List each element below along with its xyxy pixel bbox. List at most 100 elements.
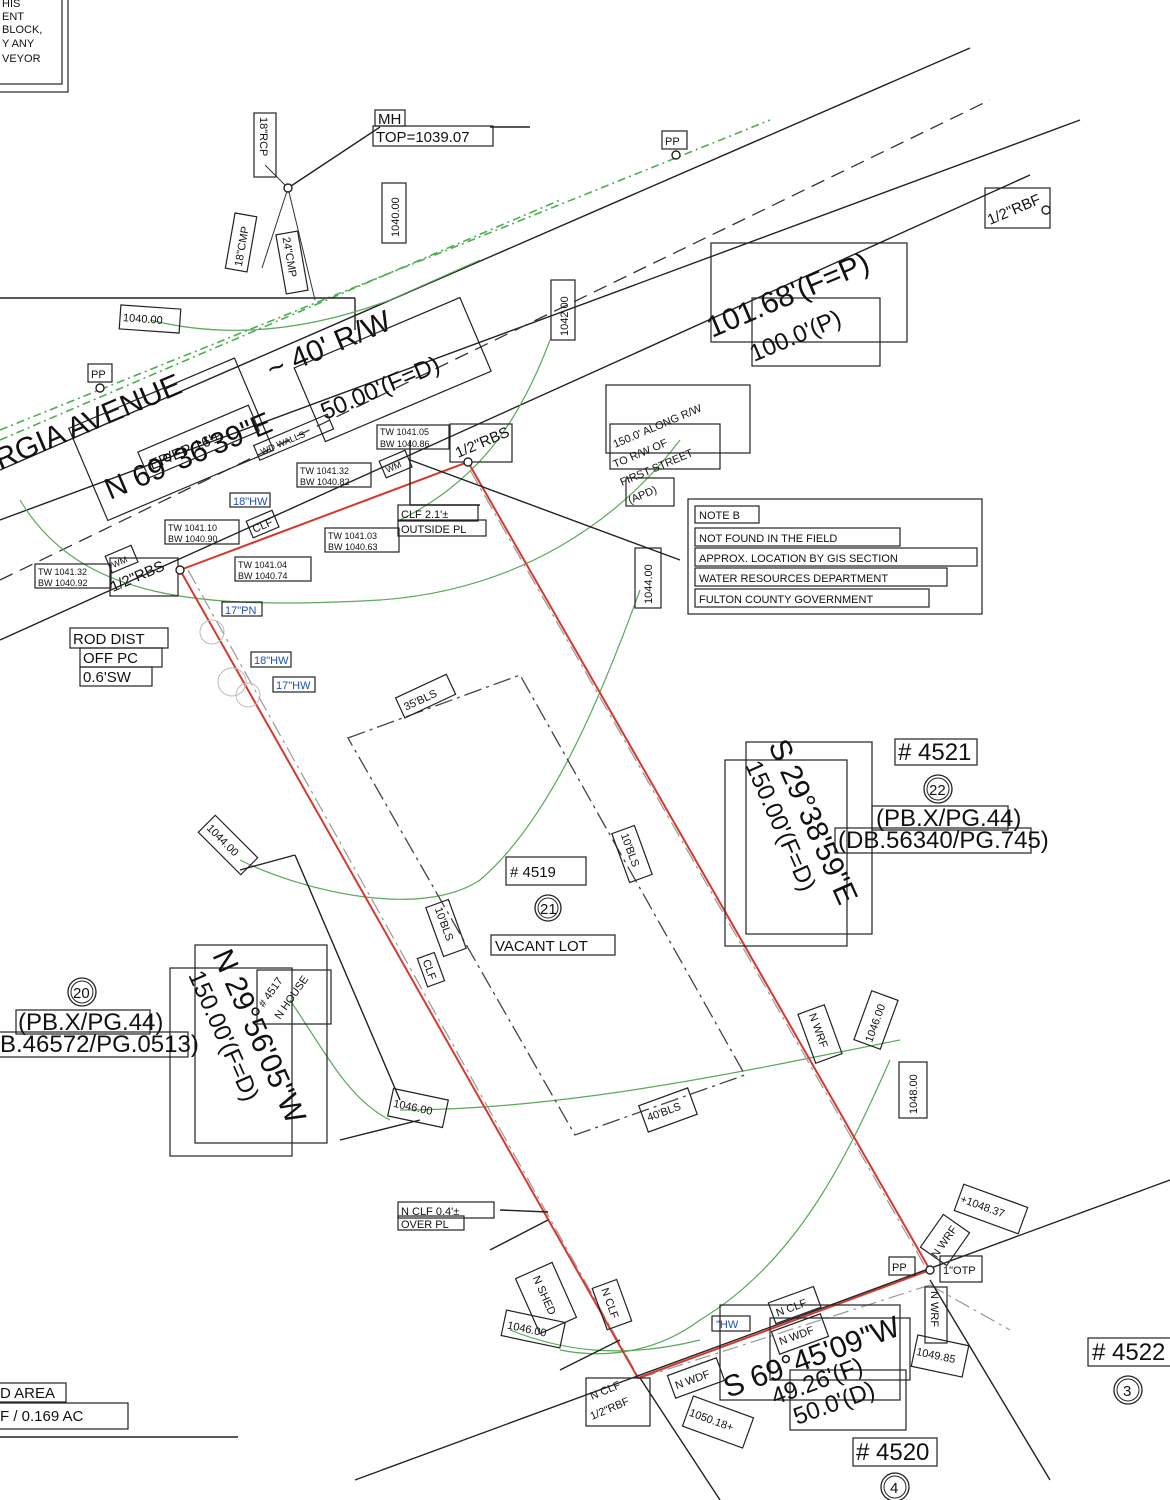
lot-number: # 4519 <box>510 864 556 881</box>
lot-4522: # 4522 3 <box>1087 1337 1170 1405</box>
note-b-line: WATER RESOURCES DEPARTMENT <box>699 573 888 585</box>
setback-label: 40'BLS <box>646 1101 683 1124</box>
fence-clf-top: CLF <box>245 509 280 539</box>
lot-number: # 4522 <box>1092 1339 1165 1366</box>
lot-area: D AREA F / 0.169 AC <box>0 1382 129 1430</box>
lot-4519: # 4519 21 VACANT LOT <box>490 856 616 956</box>
lot-4521: # 4521 22 (PB.X/PG.44) (DB.56340/PG.745) <box>834 738 1049 854</box>
note-b-line: APPROX. LOCATION BY GIS SECTION <box>699 553 898 565</box>
open-top-pipe: 1"OTP <box>925 1255 983 1283</box>
fence-note-line: OVER PL <box>401 1219 449 1231</box>
area-label: D AREA <box>0 1385 55 1402</box>
elevation-1049-85: 1049.85 <box>910 1334 970 1378</box>
wall-bottom: BW 1040.63 <box>328 542 378 552</box>
tree-cluster <box>199 619 261 708</box>
street-distance-label: 50.00'(F=D) <box>317 351 444 425</box>
manhole-top-elevation: TOP=1039.07 <box>376 129 470 146</box>
lot-number: # 4521 <box>898 739 971 766</box>
pin-label: 1"OTP <box>943 1265 976 1277</box>
rod-note-line: OFF PC <box>83 650 138 667</box>
setback-35: 35'BLS <box>394 673 457 719</box>
elevation-1048-37: +1048.37 <box>953 1183 1029 1235</box>
elevation-1040-vertical: 1040.00 <box>381 182 407 244</box>
note-b-line: FULTON COUNTY GOVERNMENT <box>699 594 873 606</box>
setback-label: 35'BLS <box>402 688 439 714</box>
elevation-label: 1046.00 <box>392 1098 433 1118</box>
area-value: F / 0.169 AC <box>0 1408 84 1425</box>
note-b-title: NOTE B <box>699 510 740 522</box>
wall-top: TW 1041.32 <box>300 466 349 476</box>
note-b: NOTE B NOT FOUND IN THE FIELD APPROX. LO… <box>687 498 983 615</box>
power-pole-left: PP <box>87 363 113 393</box>
wall-top: TW 1041.10 <box>168 523 217 533</box>
lot-number: # 4520 <box>856 1439 929 1466</box>
pipe-18-rcp: 18"RCP <box>253 112 277 178</box>
power-pole-label: PP <box>892 1262 907 1274</box>
elevation-label: 1049.85 <box>915 1346 956 1366</box>
elevation-1046-right: 1046.00 <box>853 990 899 1050</box>
wall-elev-5: TW 1041.04 BW 1040.74 <box>234 556 312 582</box>
along-row-note: 150.0' ALONG R/W TO R/W OF FIRST STREET … <box>605 384 751 507</box>
pin-label: 1/2"RBS <box>453 424 512 462</box>
wall-top: TW 1041.05 <box>380 427 429 437</box>
power-pole-rear: PP <box>888 1256 916 1276</box>
elevation-label: 1040.00 <box>123 312 164 327</box>
wire-fence-label: N WRF <box>806 1012 830 1050</box>
manhole-label: MH <box>378 111 401 128</box>
elevation-1042: 1042.00 <box>550 279 576 341</box>
fence-lines <box>187 469 1011 1381</box>
fence-outside-note: CLF 2.1'± OUTSIDE PL <box>397 504 487 537</box>
wire-fence-corner: N WRF <box>919 1213 971 1267</box>
fence-note-line: OUTSIDE PL <box>401 524 466 536</box>
tree-label: 18"HW <box>254 655 289 667</box>
lot-deed: B.46572/PG.0513) <box>0 1031 199 1058</box>
wire-fence-label: N WRF <box>928 1291 940 1327</box>
manhole: MH TOP=1039.07 <box>283 109 494 193</box>
shed-label: N SHED <box>530 1274 558 1317</box>
elevation-label: 1044.00 <box>204 822 241 859</box>
elevation-1048: 1048.00 <box>898 1061 928 1119</box>
lot-id: 3 <box>1123 1383 1131 1400</box>
rod-note-line: ROD DIST <box>73 631 145 648</box>
contour-lines <box>19 259 901 1355</box>
fence-label: CLF <box>251 516 275 535</box>
wall-top: TW 1041.04 <box>238 560 287 570</box>
street-distance: 50.00'(F=D) <box>293 296 492 443</box>
wire-fence-south: N WRF <box>924 1286 948 1344</box>
wall-bottom: BW 1040.90 <box>168 534 218 544</box>
street-row: ~ 40' R/W <box>262 304 397 386</box>
wall-top: TW 1041.03 <box>328 531 377 541</box>
wall-bottom: BW 1040.86 <box>380 439 430 449</box>
tree-label: "HW <box>716 1319 739 1331</box>
title-block-line: HIS <box>2 0 20 10</box>
tree-labels: 18"HW 17"PN 18"HW 17"HW "HW <box>221 492 751 1332</box>
wall-elev-6: TW 1041.32 BW 1040.92 <box>34 563 112 589</box>
tree-label: 17"PN <box>225 605 256 617</box>
pipe-24-cmp: 24"CMP <box>275 230 309 295</box>
lot-4520: # 4520 4 <box>852 1437 938 1500</box>
row-width-label: ~ 40' R/W <box>262 304 397 386</box>
wood-fence-label: N WDF <box>674 1368 712 1392</box>
wire-fence-label: N WRF <box>929 1224 960 1261</box>
pipe-label: 18"RCP <box>257 117 269 156</box>
title-block-line: ENT <box>2 11 24 23</box>
tree-label: 18"HW <box>233 496 268 508</box>
wall-bottom: BW 1040.74 <box>238 571 288 581</box>
fence-note-line: CLF 2.1'± <box>401 509 448 521</box>
elevation-1044-right: 1044.00 <box>634 547 662 609</box>
elevation-1040-left: 1040.00 <box>118 304 182 334</box>
fence-note-line: N CLF 0.4'± <box>401 1206 459 1218</box>
rear-line-dimension: S 69°45'09"W 49.26'(F) 50.0'(D) <box>719 1304 911 1431</box>
title-block-line: Y ANY <box>2 38 35 50</box>
lot-id: 4 <box>890 1480 898 1497</box>
fence-label: CLF <box>420 958 438 982</box>
power-pole-top: PP <box>661 130 688 160</box>
pin-label: 1/2"RBF <box>985 191 1043 229</box>
elevation-label: 1044.00 <box>643 564 655 604</box>
setback-label: 10'BLS <box>432 906 455 943</box>
wall-elev-4: TW 1041.03 BW 1040.63 <box>324 527 400 553</box>
elevation-1046-mid: 1046.00 <box>386 1087 450 1129</box>
title-block-line: BLOCK, <box>2 24 42 36</box>
title-block-line: VEYOR <box>2 53 41 65</box>
